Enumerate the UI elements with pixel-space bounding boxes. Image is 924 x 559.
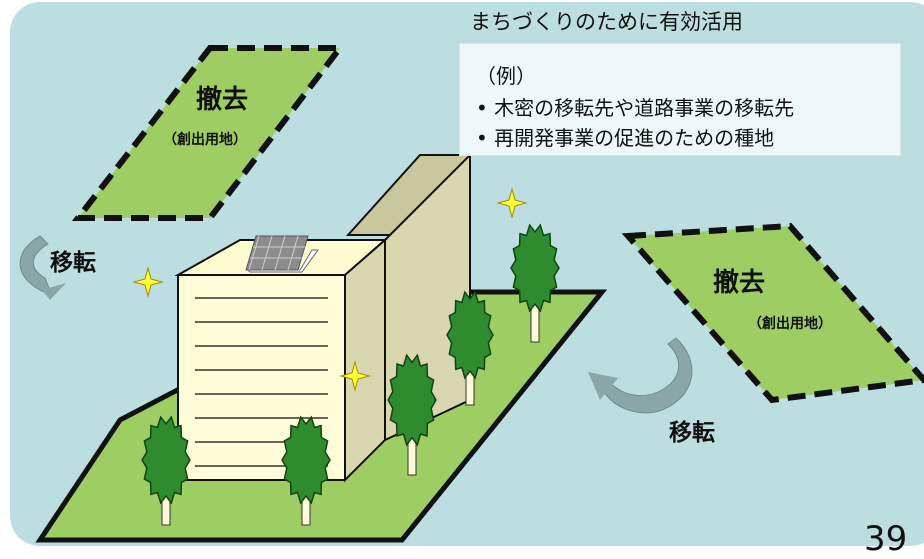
tree <box>387 353 437 476</box>
tree <box>281 415 331 526</box>
heading: まちづくりのために有効活用 <box>470 10 743 34</box>
solar-panel <box>245 235 319 273</box>
relocation-label: 移転 <box>669 420 715 446</box>
relocation-arrow-right <box>588 337 693 414</box>
note-example-label: （例） <box>476 64 536 88</box>
trees <box>141 223 560 526</box>
page-number: 39 <box>864 519 908 559</box>
sparkle-icon <box>496 187 528 219</box>
sparkles <box>132 187 528 392</box>
building-front <box>174 237 388 483</box>
tree <box>141 415 191 526</box>
lot-title: 撤去 <box>713 267 765 298</box>
lot-title: 撤去 <box>196 84 248 115</box>
note-bullet: • 再開発事業の促進のための種地 <box>476 126 775 150</box>
vacant-lot-upper-left: 撤去 （創出用地） <box>71 45 347 221</box>
sparkle-icon <box>132 266 164 298</box>
relocation-label: 移転 <box>50 250 96 276</box>
sparkle-icon <box>339 360 371 392</box>
lot-subtitle: （創出用地） <box>748 315 832 332</box>
lot-subtitle: （創出用地） <box>163 131 247 148</box>
tree <box>446 290 494 406</box>
tree <box>510 223 560 343</box>
example-note-box: （例） • 木密の移転先や道路事業の移転先 • 再開発事業の促進のための種地 <box>459 43 901 156</box>
relocation-arrow-left <box>19 235 66 300</box>
note-bullet: • 木密の移転先や道路事業の移転先 <box>476 96 795 120</box>
vacant-lot-right: 撤去 （創出用地） <box>621 222 924 404</box>
